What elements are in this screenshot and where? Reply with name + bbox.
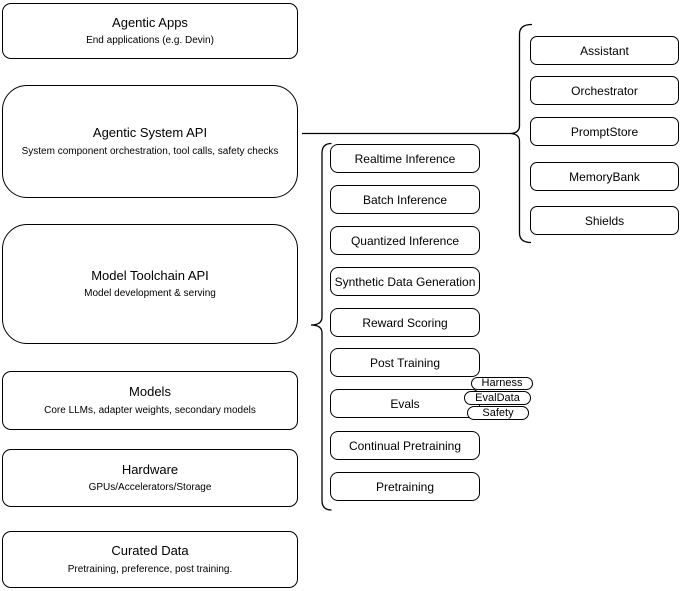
node-title: Agentic Apps bbox=[112, 14, 188, 30]
node-title: Models bbox=[129, 384, 171, 400]
node-synthetic-data-generation: Synthetic Data Generation bbox=[330, 267, 480, 296]
node-title: Agentic System API bbox=[92, 125, 208, 141]
node-hardware: Hardware GPUs/Accelerators/Storage bbox=[2, 449, 298, 507]
node-title: Curated Data bbox=[111, 543, 189, 559]
node-curated-data: Curated Data Pretraining, preference, po… bbox=[2, 531, 298, 588]
node-shields: Shields bbox=[530, 206, 679, 235]
node-memorybank: MemoryBank bbox=[530, 162, 679, 191]
node-pretraining: Pretraining bbox=[330, 472, 480, 501]
right-column-bracket bbox=[509, 23, 533, 244]
node-title: Model Toolchain API bbox=[91, 267, 209, 283]
node-subtitle: Pretraining, preference, post training. bbox=[67, 563, 233, 575]
node-subtitle: Core LLMs, adapter weights, secondary mo… bbox=[44, 404, 256, 416]
node-orchestrator: Orchestrator bbox=[530, 76, 679, 105]
node-post-training: Post Training bbox=[330, 348, 480, 377]
node-subtitle: GPUs/Accelerators/Storage bbox=[88, 482, 212, 494]
node-reward-scoring: Reward Scoring bbox=[330, 308, 480, 337]
node-agentic-apps: Agentic Apps End applications (e.g. Devi… bbox=[2, 3, 298, 59]
tag-safety: Safety bbox=[467, 406, 529, 420]
node-quantized-inference: Quantized Inference bbox=[330, 226, 480, 255]
middle-column-bracket bbox=[310, 142, 332, 511]
node-model-toolchain-api: Model Toolchain API Model development & … bbox=[2, 224, 298, 344]
tag-harness: Harness bbox=[471, 377, 533, 390]
node-continual-pretraining: Continual Pretraining bbox=[330, 431, 480, 460]
node-agentic-system-api: Agentic System API System component orch… bbox=[2, 85, 298, 198]
node-realtime-inference: Realtime Inference bbox=[330, 144, 480, 173]
node-title: Hardware bbox=[121, 461, 179, 477]
node-batch-inference: Batch Inference bbox=[330, 185, 480, 214]
node-promptstore: PromptStore bbox=[530, 117, 679, 146]
node-models: Models Core LLMs, adapter weights, secon… bbox=[2, 371, 298, 430]
node-subtitle: End applications (e.g. Devin) bbox=[86, 35, 214, 47]
node-assistant: Assistant bbox=[530, 36, 679, 65]
node-evals: Evals bbox=[330, 389, 480, 418]
tag-evaldata: EvalData bbox=[464, 391, 531, 405]
node-subtitle: System component orchestration, tool cal… bbox=[21, 145, 279, 157]
node-subtitle: Model development & serving bbox=[84, 288, 216, 300]
